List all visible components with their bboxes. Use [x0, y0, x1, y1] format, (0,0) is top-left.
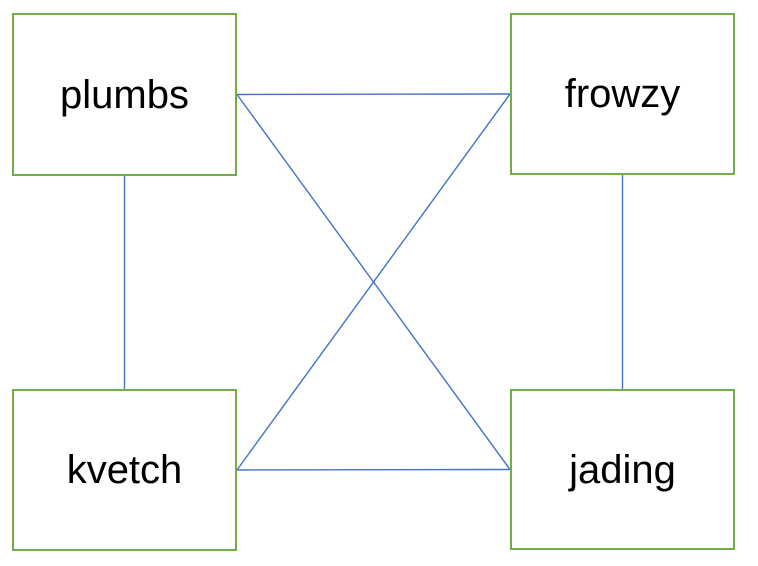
- node-frowzy-label: frowzy: [564, 72, 681, 116]
- node-kvetch-label: kvetch: [66, 448, 183, 492]
- edge-plumbs-frowzy: [236, 93, 511, 96]
- node-jading[interactable]: jading: [510, 389, 735, 550]
- node-kvetch[interactable]: kvetch: [12, 389, 237, 551]
- edge-kvetch-jading: [236, 468, 511, 471]
- node-plumbs-label: plumbs: [60, 72, 189, 117]
- edge-frowzy-kvetch: [236, 93, 511, 471]
- node-frowzy[interactable]: frowzy: [510, 13, 735, 175]
- node-jading-label: jading: [569, 447, 676, 492]
- node-plumbs[interactable]: plumbs: [12, 13, 237, 176]
